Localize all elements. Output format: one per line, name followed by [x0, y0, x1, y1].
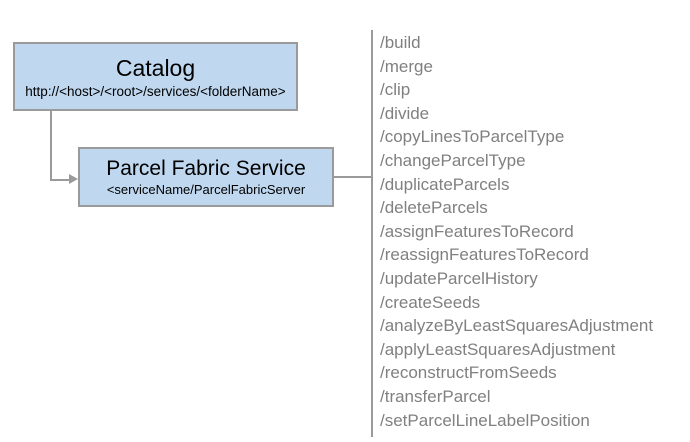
operation-item: /setParcelLineLabelPosition [380, 410, 590, 430]
node-parcel-fabric-service-subtitle: <serviceName/ParcelFabricServer [106, 182, 306, 198]
operation-item: /analyzeByLeastSquaresAdjustment [380, 316, 654, 336]
node-catalog-subtitle: http://<host>/<root>/services/<folderNam… [25, 84, 286, 100]
node-parcel-fabric-service: Parcel Fabric Service <serviceName/Parce… [78, 147, 334, 207]
operation-item: /divide [380, 103, 430, 123]
connector-catalog-horizontal-segment [50, 179, 72, 181]
operation-item: /createSeeds [380, 292, 481, 312]
connector-catalog-vertical-segment [50, 111, 52, 181]
operation-item: /applyLeastSquaresAdjustment [380, 339, 616, 359]
arrowhead-icon [69, 174, 78, 184]
operation-item: /clip [380, 80, 411, 100]
operation-item: /assignFeaturesToRecord [380, 221, 574, 241]
operation-item: /transferParcel [380, 386, 491, 406]
operation-item: /duplicateParcels [380, 174, 510, 194]
operation-item: /reconstructFromSeeds [380, 363, 557, 383]
node-parcel-fabric-service-title: Parcel Fabric Service [106, 156, 306, 180]
operation-item: /copyLinesToParcelType [380, 127, 565, 147]
operation-item: /merge [380, 56, 433, 76]
connector-service-to-operations [334, 176, 372, 178]
node-catalog: Catalog http://<host>/<root>/services/<f… [13, 42, 298, 111]
operations-list: /build /merge /clip /divide /copyLinesTo… [380, 31, 685, 432]
operation-item: /deleteParcels [380, 198, 488, 218]
operation-item: /changeParcelType [380, 150, 526, 170]
operation-item: /updateParcelHistory [380, 268, 538, 288]
operation-item: /build [380, 33, 421, 52]
node-catalog-title: Catalog [115, 54, 196, 81]
operations-divider-line [371, 30, 373, 437]
operation-item: /reassignFeaturesToRecord [380, 245, 589, 265]
